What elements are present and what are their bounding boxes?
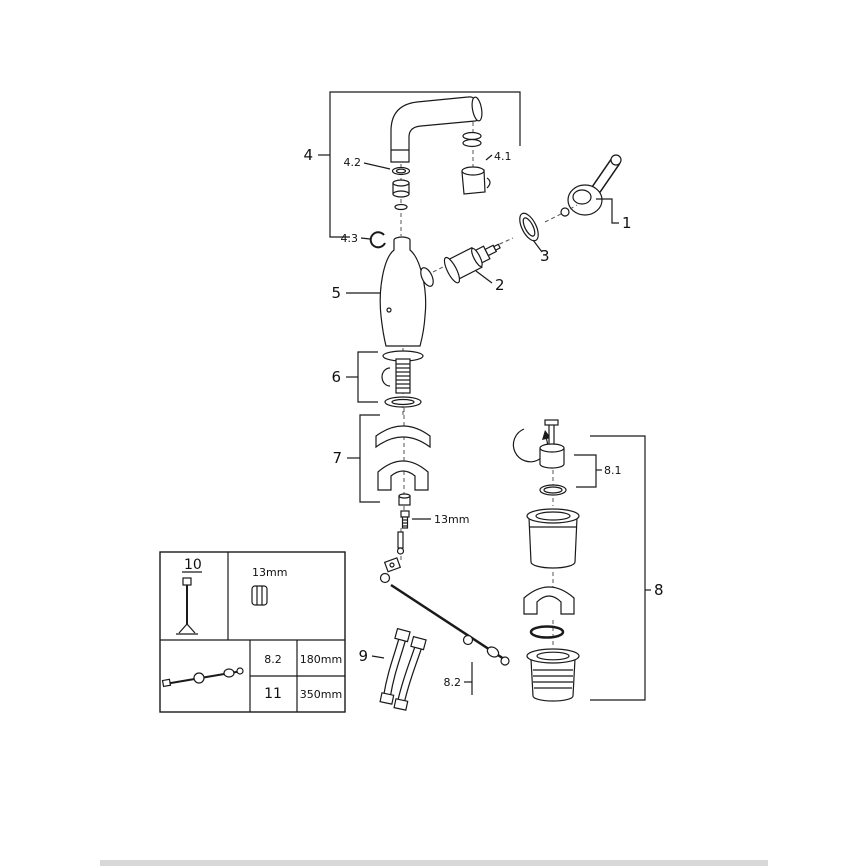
callout-8-1: 8.1 (604, 464, 622, 477)
callout-4-1: 4.1 (494, 150, 512, 163)
part-3-ring: 3 (519, 212, 550, 265)
legend-row1-length: 180mm (300, 653, 342, 666)
part-1-handle: 1 (560, 154, 632, 232)
callout-3: 3 (540, 247, 550, 265)
legend-tool-size: 13mm (252, 566, 287, 579)
drain-linkage-parts (379, 531, 510, 666)
callout-13mm: 13mm (434, 513, 469, 526)
part-4-spout (390, 96, 483, 163)
callout-4-bracket: 4 (303, 91, 521, 238)
callout-4: 4 (303, 146, 313, 164)
footer-bar (100, 860, 768, 866)
callout-5: 5 (331, 284, 341, 302)
part-7-clamp (375, 425, 431, 529)
callout-7-bracket: 7 (332, 414, 380, 503)
part-8-drain-assembly (512, 419, 580, 702)
pull-rod-icon (176, 577, 198, 635)
horizontal-rod-icon (161, 667, 244, 688)
callout-6: 6 (331, 368, 341, 386)
legend-tool-number: 10 (184, 557, 202, 573)
callout-8-2-leader: 8.2 (444, 662, 473, 695)
callout-4-2: 4.2 (344, 156, 362, 169)
part-4-3-clip: 4.3 (341, 231, 386, 249)
part-9-hoses: 9 (358, 627, 427, 711)
callout-8: 8 (654, 581, 664, 599)
callout-4-3: 4.3 (341, 232, 359, 245)
legend-box: 10 13mm 8.2 180mm 11 350mm (159, 551, 346, 713)
callout-7: 7 (332, 449, 342, 467)
legend-row2-part: 11 (264, 686, 282, 702)
callout-9: 9 (358, 647, 368, 665)
callout-1: 1 (622, 214, 632, 232)
legend-row2-length: 350mm (300, 688, 342, 701)
part-6-mounting (381, 350, 424, 408)
wrench-size-note: 13mm (412, 513, 469, 526)
part-4-1-aerator: 4.1 (461, 131, 512, 195)
callout-8-2: 8.2 (444, 676, 462, 689)
callout-8-bracket: 8 (590, 435, 664, 701)
part-4-2-stack: 4.2 (344, 156, 411, 211)
callout-6-bracket: 6 (331, 351, 378, 403)
callout-8-1-bracket: 8.1 (574, 454, 622, 488)
assembly-axis-lines (400, 122, 564, 648)
legend-row1-part: 8.2 (264, 653, 282, 666)
part-5-body: 5 (331, 236, 434, 347)
part-2-cartridge: 2 (443, 243, 505, 294)
callout-2: 2 (495, 276, 505, 294)
nut-icon (251, 585, 268, 606)
